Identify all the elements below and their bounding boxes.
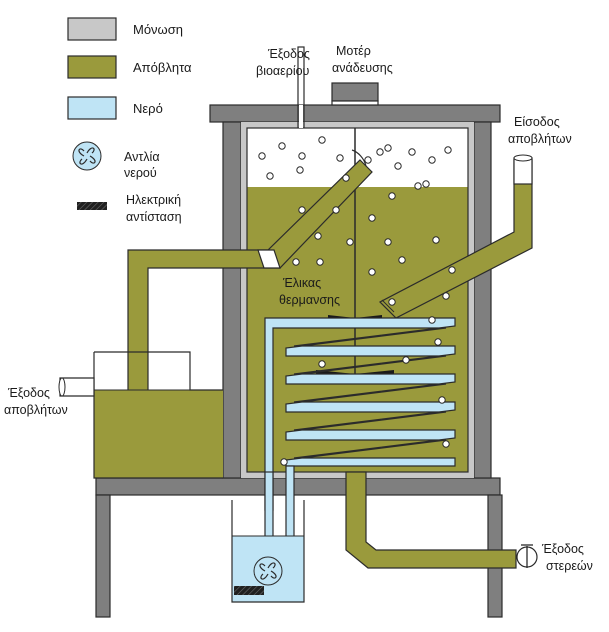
bubble	[398, 256, 406, 264]
biogas-outlet-label-1: Έξοδος	[267, 47, 310, 61]
bubble	[368, 214, 376, 222]
legend-pump-label-1: Αντλία	[124, 150, 160, 164]
waste-inlet-label-2: αποβλήτων	[508, 132, 572, 146]
bubble	[422, 180, 430, 188]
waste-inlet-label-1: Είσοδος	[514, 115, 560, 129]
legend: Μόνωση Απόβλητα Νερό Αντλία νερού Ηλεκτρ…	[67, 17, 192, 224]
bubble	[258, 152, 266, 160]
bubble	[376, 148, 384, 156]
bubble	[388, 192, 396, 200]
digester-outer-wall	[209, 104, 501, 479]
bubble	[442, 440, 450, 448]
bubble	[444, 146, 452, 154]
legend-pump-icon	[72, 141, 102, 171]
legend-waste-label: Απόβλητα	[133, 60, 192, 75]
biogas-bubbles	[258, 136, 456, 466]
bubble	[318, 136, 326, 144]
bubble	[332, 206, 340, 214]
heating-coil-return	[285, 465, 295, 541]
bubble	[292, 258, 300, 266]
solids-outlet-label-1: Έξοδος	[541, 542, 584, 556]
bubble	[408, 148, 416, 156]
overflow-tank	[58, 351, 223, 479]
bubble	[318, 360, 326, 368]
bubble	[278, 142, 286, 150]
legend-water-label: Νερό	[133, 101, 163, 116]
bubble	[280, 458, 288, 466]
bubble	[336, 154, 344, 162]
solids-outlet-valve	[516, 544, 538, 568]
bubble	[296, 166, 304, 174]
water-pump-icon	[253, 556, 283, 586]
bubble	[364, 156, 372, 164]
legend-heater-label-2: αντίσταση	[126, 210, 182, 224]
bubble	[384, 238, 392, 246]
bubble	[434, 338, 442, 346]
bubble	[394, 162, 402, 170]
bubble	[442, 292, 450, 300]
legend-water-swatch	[67, 96, 117, 120]
bubble	[298, 152, 306, 160]
bubble	[438, 396, 446, 404]
bubble	[266, 172, 274, 180]
solids-outlet-label-2: στερεών	[546, 559, 593, 573]
bubble	[314, 232, 322, 240]
legend-heater-swatch	[77, 202, 107, 210]
stirrer-motor-label-1: Μοτέρ	[336, 44, 371, 58]
biogas-outlet-pipe	[297, 46, 305, 128]
stirrer-motor-label-2: ανάδευσης	[332, 61, 393, 75]
bubble	[414, 182, 422, 190]
bubble	[368, 268, 376, 276]
bubble	[298, 206, 306, 214]
solids-outlet-pipe	[345, 471, 517, 569]
biogas-outlet-label-2: βιοαερίου	[256, 64, 310, 78]
bubble	[342, 174, 350, 182]
bubble	[432, 236, 440, 244]
waste-outlet-label-2: αποβλήτων	[4, 403, 68, 417]
stirrer-motor	[331, 82, 379, 106]
legend-heater-label-1: Ηλεκτρική	[126, 193, 181, 207]
legend-insulation-swatch	[67, 17, 117, 41]
electric-heater	[234, 586, 264, 595]
bubble	[428, 316, 436, 324]
waste-outlet-label-1: Έξοδος	[7, 386, 50, 400]
bubble	[346, 238, 354, 246]
bubble	[428, 156, 436, 164]
bubble	[384, 144, 392, 152]
heating-coil-label-2: θερμανσης	[279, 293, 340, 307]
heating-coil-label-1: Έλικας	[282, 276, 321, 290]
bubble	[316, 258, 324, 266]
diagram-labels: Έξοδος βιοαερίου Μοτέρ ανάδευσης Είσοδος…	[4, 44, 593, 573]
legend-pump-label-2: νερού	[124, 166, 157, 180]
bubble	[388, 298, 396, 306]
bubble	[402, 356, 410, 364]
bubble	[448, 266, 456, 274]
legend-insulation-label: Μόνωση	[133, 22, 183, 37]
legend-waste-swatch	[67, 55, 117, 79]
